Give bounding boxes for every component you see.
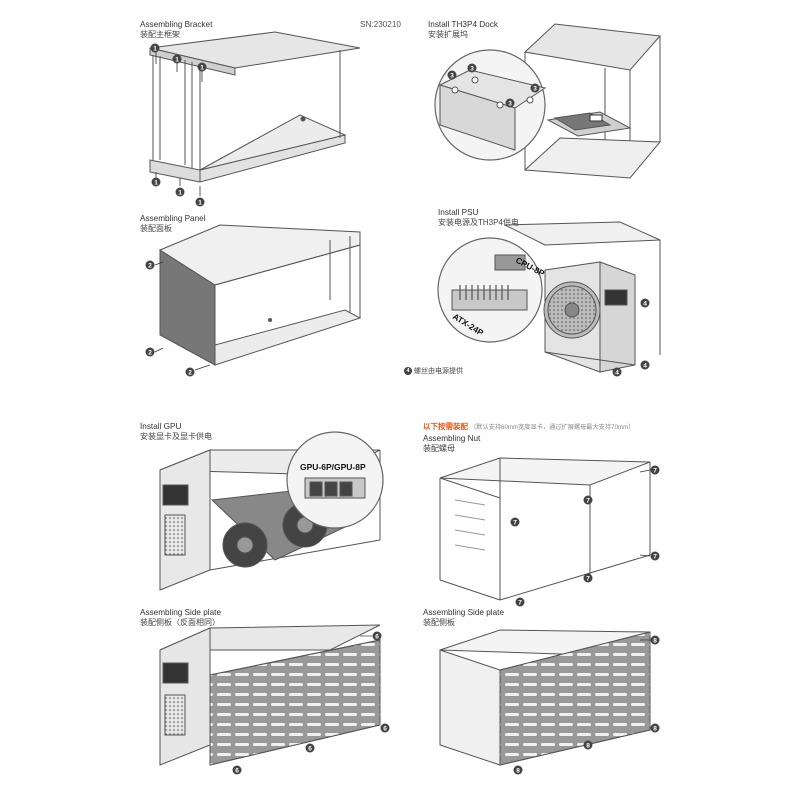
dock-drawing [434,23,662,179]
optional-note-title: 以下按需装配 [423,422,468,431]
step-4-title: Install PSU [438,208,479,217]
step-8-subtitle: 装配侧板 [423,618,455,627]
step-7-title: Assembling Side plate [140,608,222,617]
step-2-title: Install TH3P4 Dock [428,20,498,29]
side-plate-drawing [439,629,651,766]
psu-note-text: 螺丝由电源提供 [413,368,463,375]
step-8-title: Assembling Side plate [423,608,505,617]
step-3-subtitle: 装配面板 [140,224,172,233]
psu-drawing [437,221,661,373]
step-6-subtitle: 装配螺母 [423,444,455,453]
step-1-subtitle: 装配主框架 [140,30,180,39]
step-4-subtitle: 安装电源及TH3P4供电 [438,218,519,227]
serial-number: SN:230210 [360,20,401,29]
step-7-subtitle: 装配侧板（反面相同） [140,618,220,627]
optional-note-detail: （默认支持60mm宽度显卡，通过扩展螺母最大支持70mm） [470,424,635,431]
bracket-arrows [155,52,203,196]
psu-screw-note: 4 螺丝由电源提供 [404,366,463,376]
step-6-title: Assembling Nut [423,434,481,443]
panel-drawing [158,224,362,366]
step-2-subtitle: 安装扩展坞 [428,30,468,39]
nut-drawing [439,457,651,601]
side-plate-gpu-drawing [159,624,381,766]
step-3-title: Assembling Panel [140,214,206,223]
optional-note: 以下按需装配 （默认支持60mm宽度显卡，通过扩展螺母最大支持70mm） [423,421,634,432]
psu-note-marker: 4 [404,367,412,375]
gpu-drawing [159,431,384,591]
step-5-title: Install GPU [140,422,182,431]
bracket-drawing [149,31,361,183]
step-5-subtitle: 安装显卡及显卡供电 [140,432,212,441]
callout-lines [154,261,651,641]
step-1-title: Assembling Bracket [140,20,213,29]
